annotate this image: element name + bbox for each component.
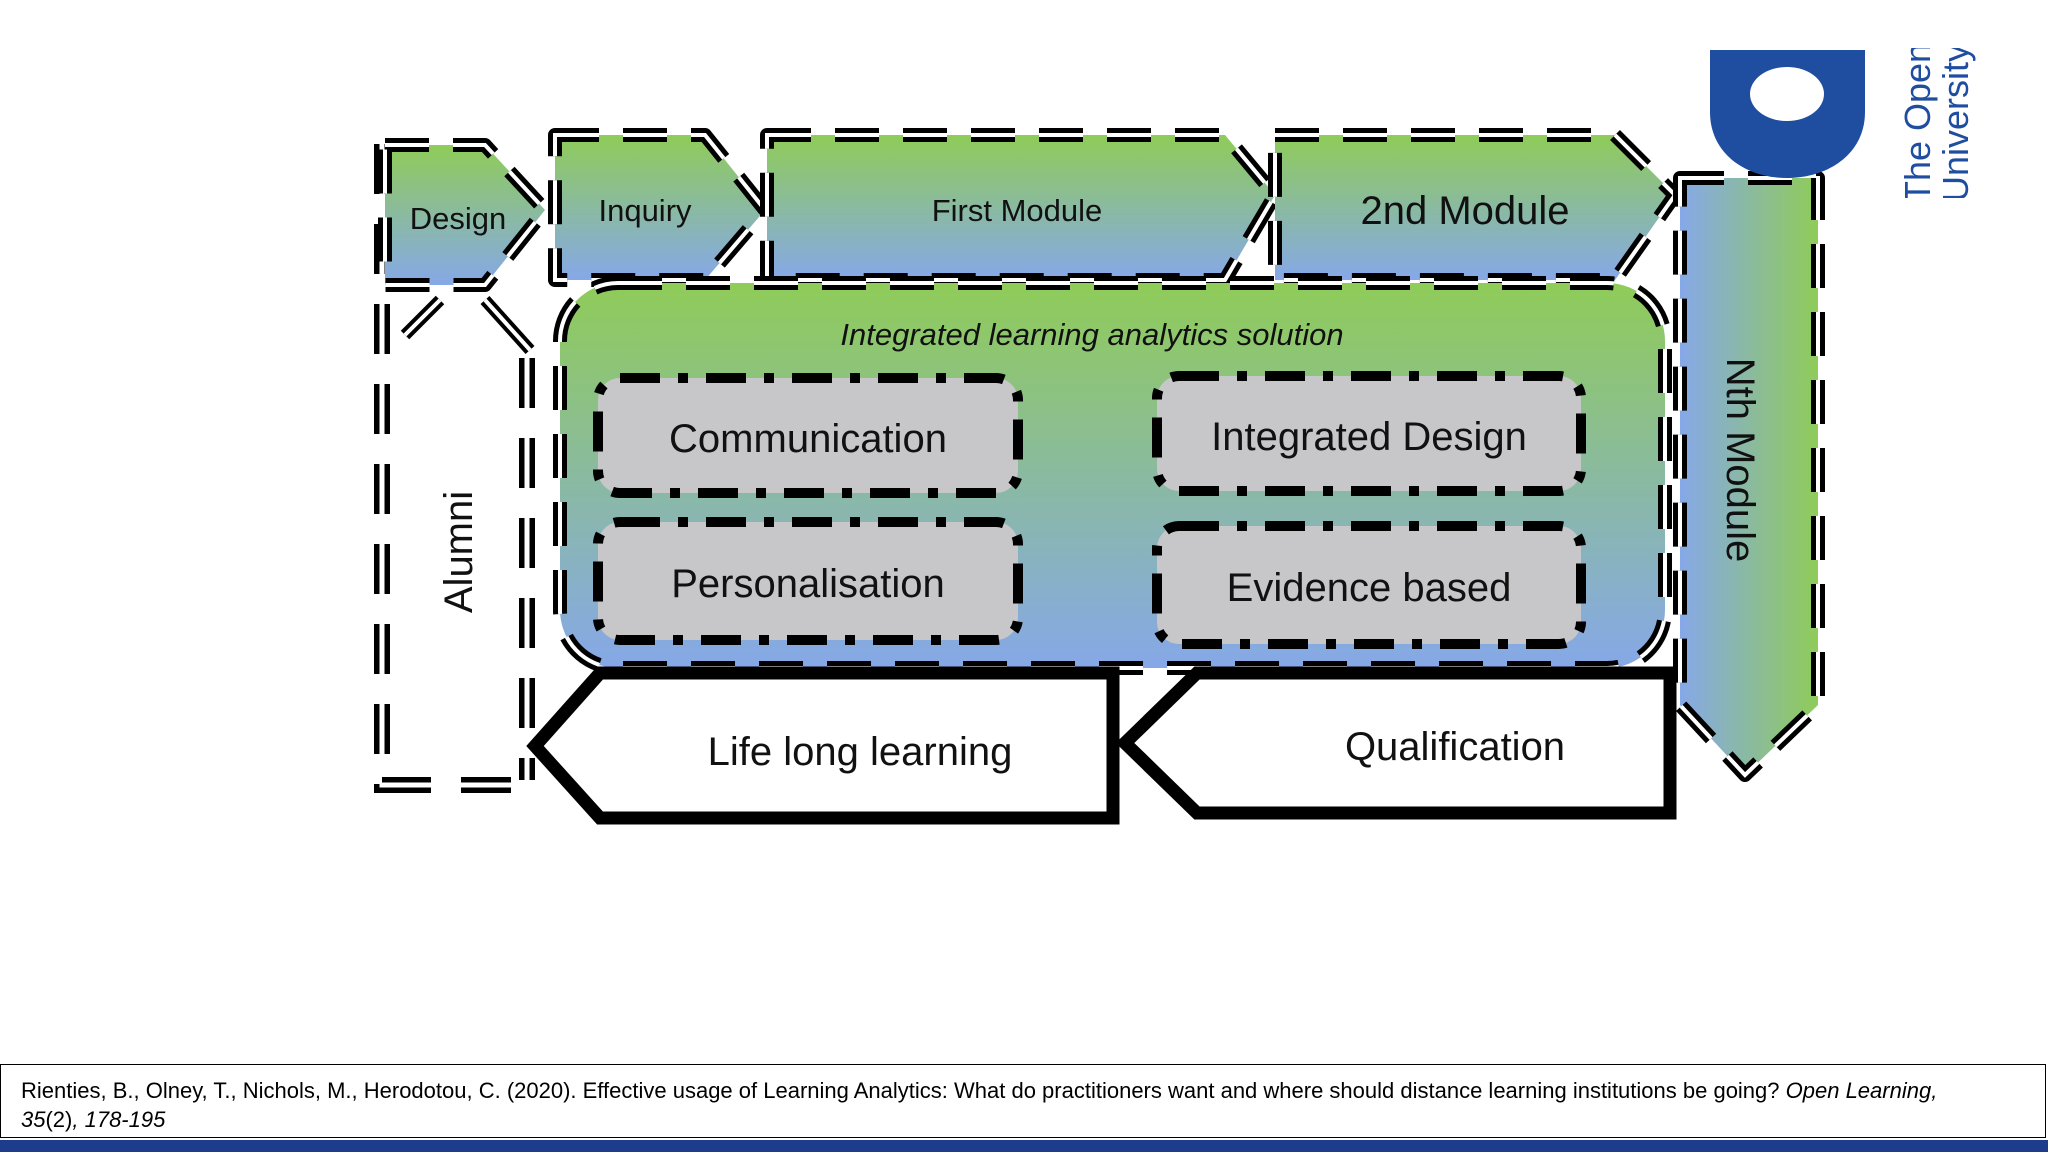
evidence-based-box: Evidence based bbox=[1152, 521, 1586, 649]
citation-issue: (2) bbox=[45, 1107, 73, 1132]
citation-pages: , 178-195 bbox=[72, 1107, 166, 1132]
alumni-frame: Alumni bbox=[374, 144, 535, 793]
open-university-wordmark: The Open University bbox=[1897, 48, 1976, 198]
communication-label: Communication bbox=[669, 417, 947, 461]
citation-box: Rienties, B., Olney, T., Nichols, M., He… bbox=[0, 1064, 2046, 1138]
first-module-stage: First Module bbox=[760, 128, 1282, 287]
personalisation-label: Personalisation bbox=[671, 562, 945, 606]
citation-volume: 35 bbox=[21, 1107, 46, 1132]
logo-line-2: University bbox=[1935, 48, 1976, 198]
second-module-stage: 2nd Module bbox=[1268, 128, 1682, 287]
citation-journal: Open Learning, bbox=[1785, 1078, 1938, 1103]
design-stage: Design bbox=[378, 138, 552, 292]
personalisation-box: Personalisation bbox=[593, 517, 1023, 645]
footer-bar bbox=[0, 1140, 2048, 1152]
open-university-shield-logo bbox=[1710, 50, 1865, 178]
first-module-label: First Module bbox=[932, 193, 1103, 228]
communication-box: Communication bbox=[593, 373, 1023, 498]
inquiry-stage: Inquiry bbox=[548, 128, 772, 287]
solution-title: Integrated learning analytics solution bbox=[840, 317, 1343, 352]
qualification-label: Qualification bbox=[1345, 725, 1565, 769]
qualification-arrow: Qualification bbox=[1115, 666, 1677, 820]
inquiry-label: Inquiry bbox=[598, 193, 692, 228]
integrated-design-label: Integrated Design bbox=[1211, 415, 1527, 459]
second-module-label: 2nd Module bbox=[1360, 189, 1569, 233]
citation-text: Rienties, B., Olney, T., Nichols, M., He… bbox=[21, 1078, 1786, 1103]
logo-line-1: The Open bbox=[1897, 48, 1938, 198]
nth-module-label: Nth Module bbox=[1718, 358, 1762, 563]
nth-module-stage: Nth Module bbox=[1673, 171, 1825, 782]
life-long-learning-label: Life long learning bbox=[708, 730, 1013, 774]
alumni-label: Alumni bbox=[437, 491, 481, 613]
evidence-based-label: Evidence based bbox=[1227, 566, 1512, 610]
integrated-design-box: Integrated Design bbox=[1152, 371, 1586, 496]
design-label: Design bbox=[410, 201, 507, 236]
learning-journey-diagram: Alumni Design Inquiry First Module 2nd M… bbox=[374, 128, 1825, 825]
life-long-learning-arrow: Life long learning bbox=[526, 666, 1120, 825]
